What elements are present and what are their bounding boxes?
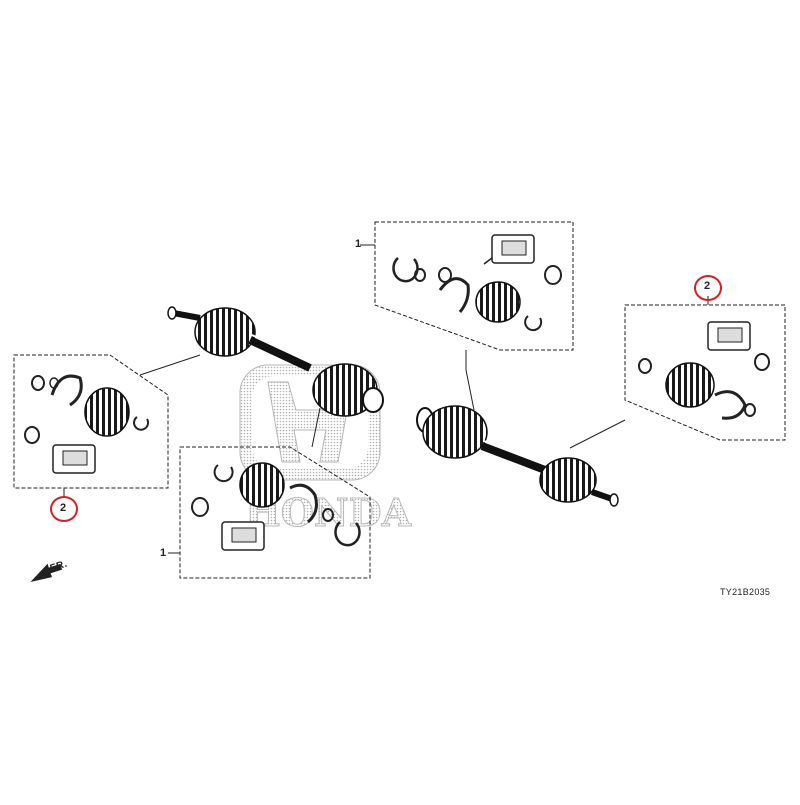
kit-box-left bbox=[13, 354, 201, 497]
diagram-code: TY21B2035 bbox=[720, 587, 771, 597]
callout-ref-bottom-center: 1 bbox=[160, 547, 167, 559]
drive-shaft-right bbox=[416, 405, 619, 507]
callout-ref-right: 2 bbox=[704, 280, 711, 292]
kit-box-top-center bbox=[360, 221, 574, 411]
kit-box-right bbox=[569, 296, 786, 449]
callout-ref-left: 2 bbox=[60, 502, 67, 514]
callout-ref-top-center: 1 bbox=[355, 238, 362, 250]
highlight-ring-right bbox=[694, 275, 722, 301]
honda-watermark-text: HONDA bbox=[245, 490, 412, 535]
kit-box-bottom-center bbox=[168, 407, 371, 579]
drive-shaft-left bbox=[167, 306, 384, 417]
front-direction-arrow-icon bbox=[30, 563, 63, 583]
highlight-ring-left bbox=[50, 496, 78, 522]
